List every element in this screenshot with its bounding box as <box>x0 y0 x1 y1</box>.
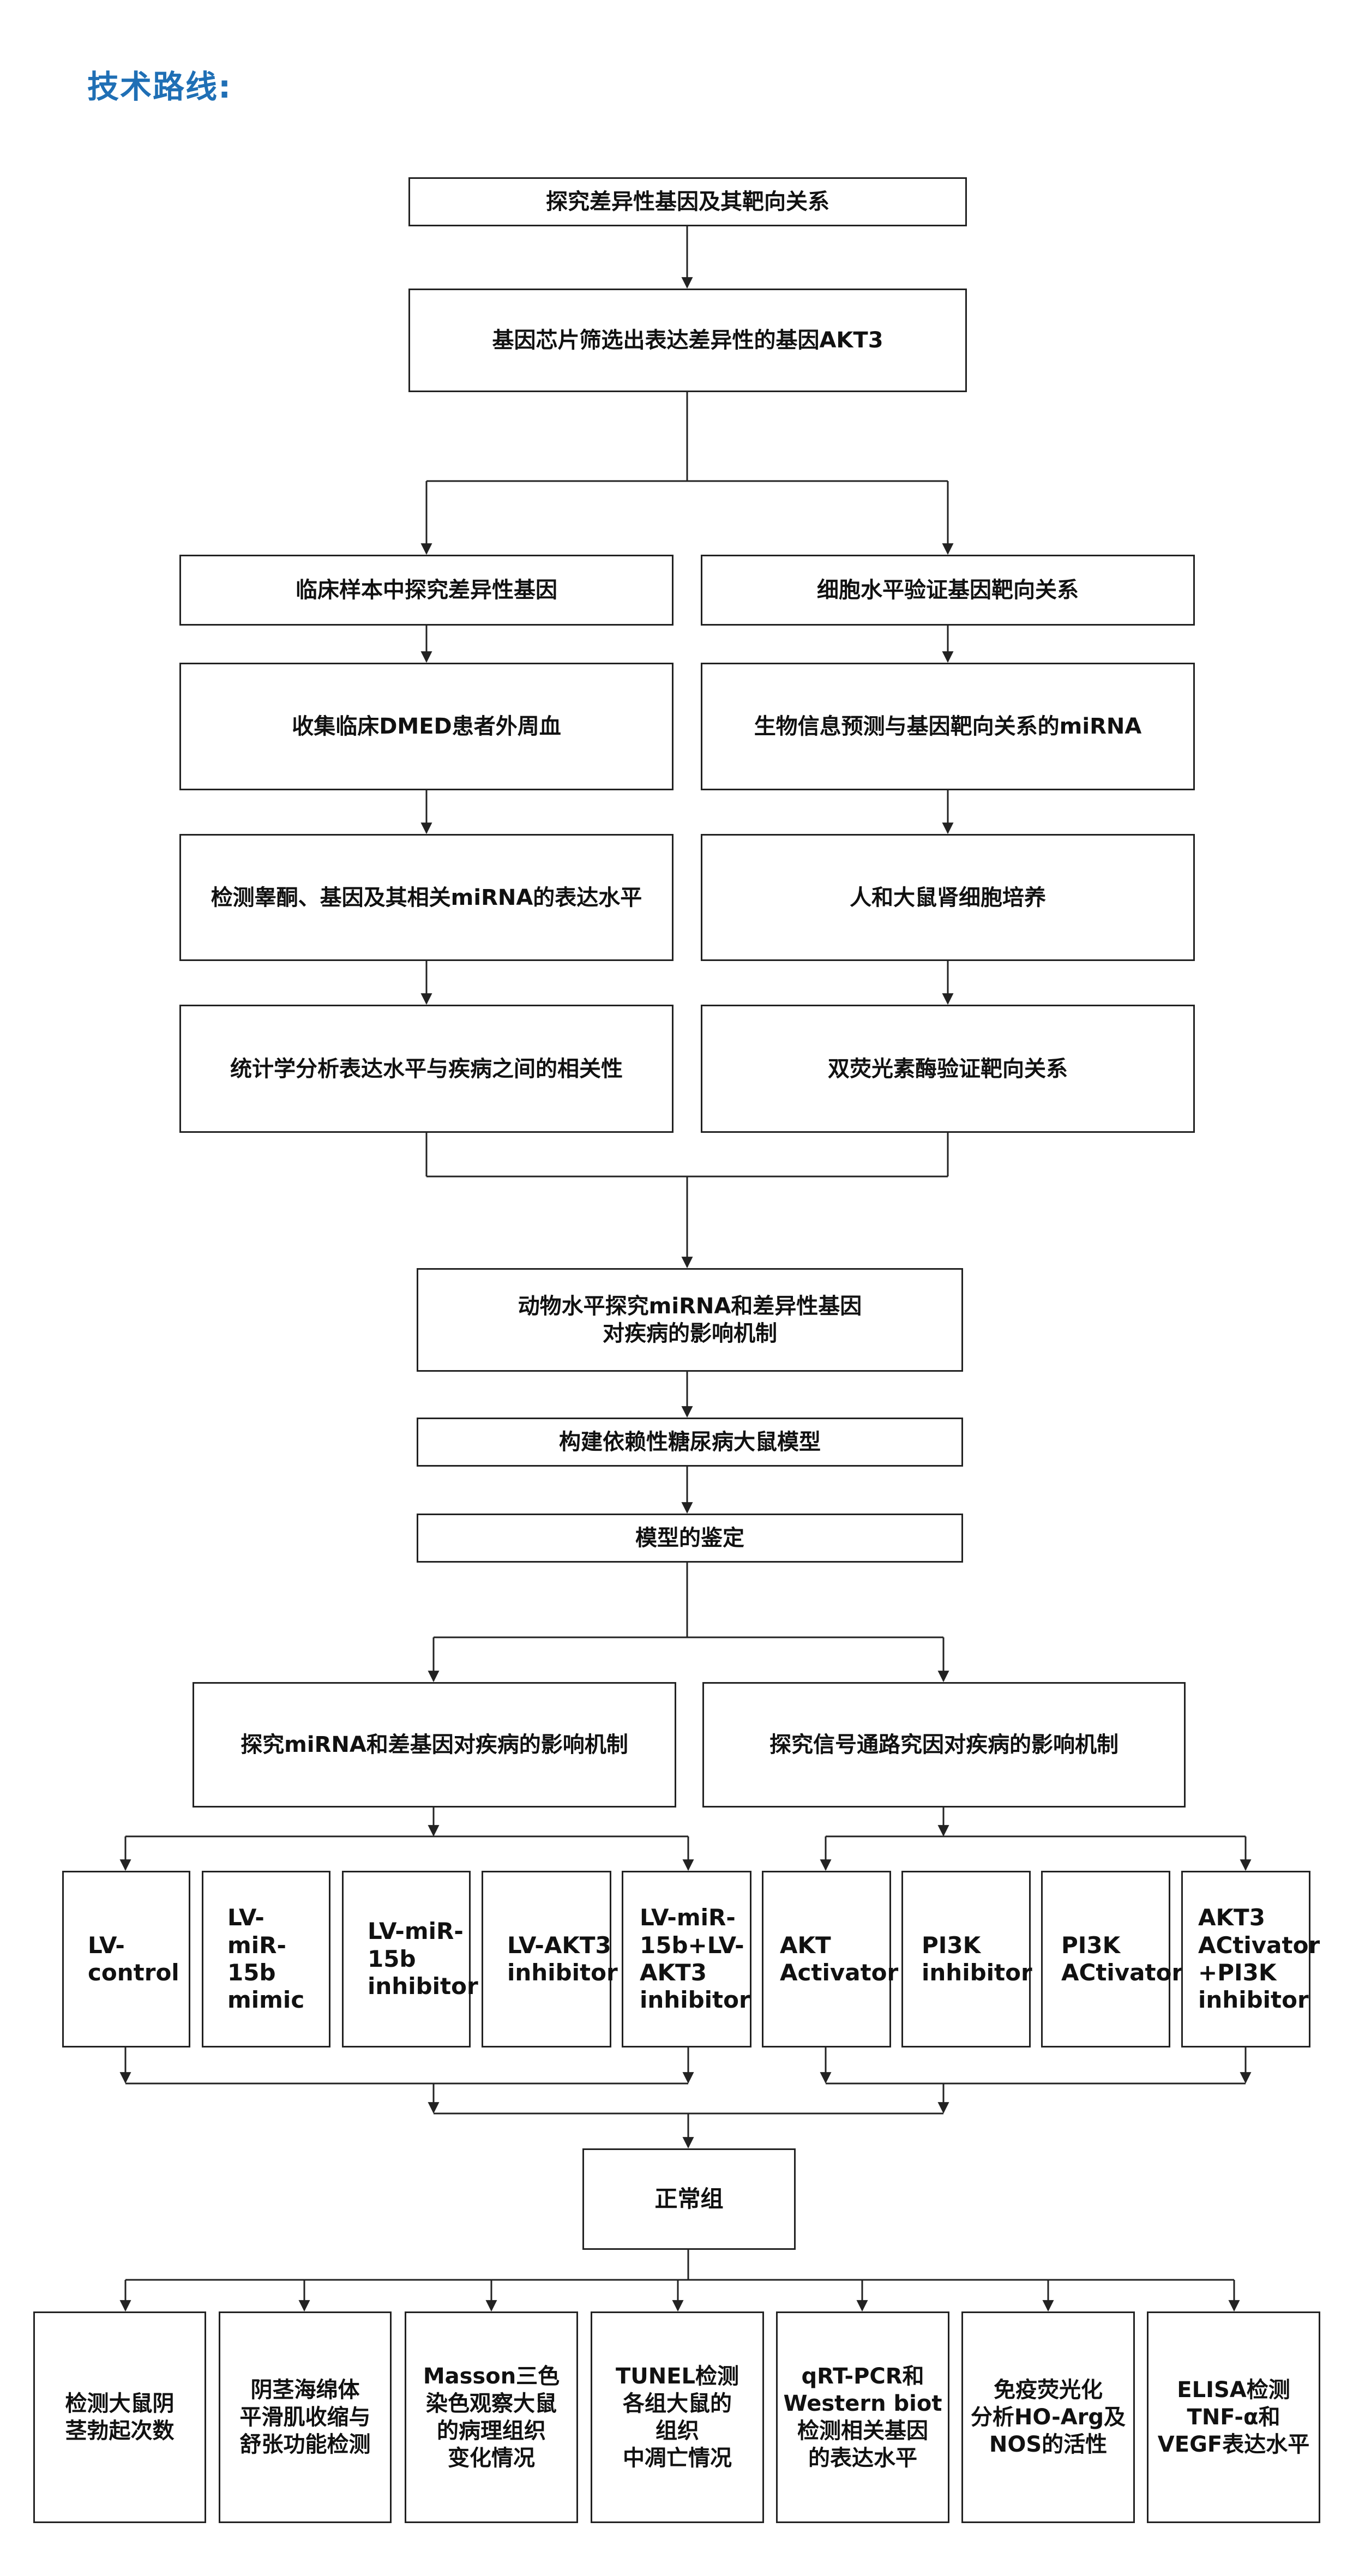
group-box-mir15b-inhibitor: LV-miR- 15b inhibitor <box>342 1871 478 2047</box>
group-box-lv-control: LV- control <box>62 1871 190 2047</box>
outcome-box-qrt-pcr: qRT-PCR和 Western biot 检测相关基因 的表达水平 <box>776 2311 949 2523</box>
step-box-gene-chip: 基因芯片筛选出表达差异性的基因AKT3 <box>408 289 967 392</box>
group-box-mir15b-akt3-inhibitor: LV-miR- 15b+LV- AKT3 inhibitor <box>622 1871 751 2047</box>
outcome-box-masson-staining: Masson三色 染色观察大鼠 的病理组织 变化情况 <box>405 2311 578 2523</box>
step-box-detect-expression: 检测睾酮、基因及其相关miRNA的表达水平 <box>179 834 674 961</box>
step-box-clinical-samples: 临床样本中探究差异性基因 <box>179 555 674 626</box>
outcome-box-smooth-muscle: 阴茎海绵体 平滑肌收缩与 舒张功能检测 <box>219 2311 392 2523</box>
step-box-pathway-mechanism: 探究信号通路究因对疾病的影响机制 <box>702 1682 1186 1808</box>
group-box-akt3-inhibitor: LV-AKT3 inhibitor <box>482 1871 618 2047</box>
step-box-statistics: 统计学分析表达水平与疾病之间的相关性 <box>179 1005 674 1133</box>
group-box-pi3k-inhibitor: PI3K inhibitor <box>901 1871 1032 2047</box>
step-box-animal-level: 动物水平探究miRNA和差异性基因 对疾病的影响机制 <box>417 1268 963 1372</box>
step-box-mirna-mechanism: 探究miRNA和差基因对疾病的影响机制 <box>193 1682 676 1808</box>
group-box-mir15b-mimic: LV-miR- 15b mimic <box>202 1871 330 2047</box>
step-box-cell-level: 细胞水平验证基因靶向关系 <box>701 555 1195 626</box>
step-box-collect-blood: 收集临床DMED患者外周血 <box>179 663 674 790</box>
step-box-explore-genes: 探究差异性基因及其靶向关系 <box>408 177 967 226</box>
page-title: 技术路线: <box>87 68 232 105</box>
group-box-akt-activator: AKT Activator <box>762 1871 898 2047</box>
step-box-model-identification: 模型的鉴定 <box>417 1514 963 1563</box>
step-box-bioinformatics: 生物信息预测与基因靶向关系的miRNA <box>701 663 1195 790</box>
step-box-normal-group: 正常组 <box>582 2148 796 2250</box>
outcome-box-immunofluorescence: 免疫荧光化 分析HO-Arg及 NOS的活性 <box>961 2311 1135 2523</box>
group-box-pi3k-activator: PI3K ACtivator <box>1041 1871 1183 2047</box>
group-box-akt3-activator-pi3k-inhibitor: AKT3 ACtivator +PI3K inhibitor <box>1181 1871 1320 2047</box>
step-box-luciferase: 双荧光素酶验证靶向关系 <box>701 1005 1195 1133</box>
step-box-build-model: 构建依赖性糖尿病大鼠模型 <box>417 1418 963 1467</box>
outcome-box-erection-count: 检测大鼠阴 茎勃起次数 <box>33 2311 206 2523</box>
step-box-cell-culture: 人和大鼠肾细胞培养 <box>701 834 1195 961</box>
outcome-box-elisa: ELISA检测 TNF-α和 VEGF表达水平 <box>1147 2311 1320 2523</box>
outcome-box-tunel: TUNEL检测 各组大鼠的 组织 中凋亡情况 <box>591 2311 764 2523</box>
